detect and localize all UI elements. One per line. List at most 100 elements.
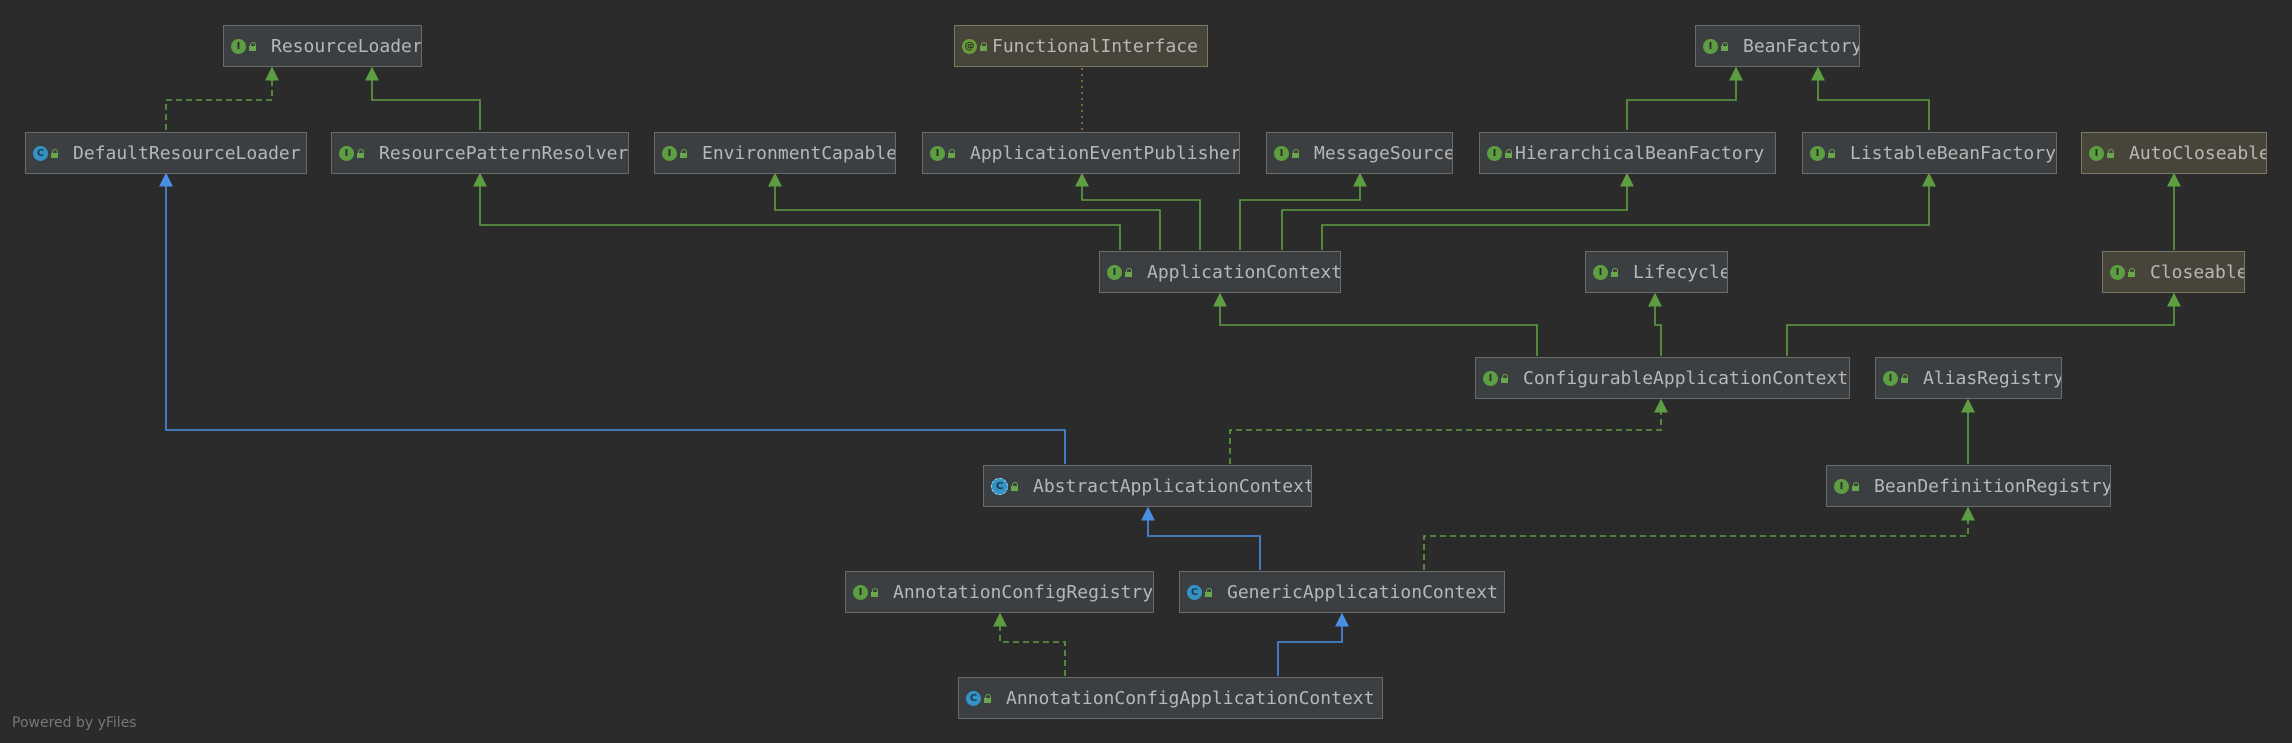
node-closeable[interactable]: I Closeable	[2102, 251, 2245, 293]
node-label: ConfigurableApplicationContext	[1523, 367, 1849, 389]
public-lock-icon	[357, 148, 365, 158]
node-label: MessageSource	[1314, 142, 1453, 164]
node-functional-interface[interactable]: @ FunctionalInterface	[954, 25, 1208, 67]
node-abstract-application-context[interactable]: C AbstractApplicationContext	[983, 465, 1312, 507]
node-label: ApplicationContext	[1147, 261, 1341, 283]
node-generic-application-context[interactable]: C GenericApplicationContext	[1179, 571, 1505, 613]
public-lock-icon	[2128, 267, 2136, 277]
node-annotation-config-registry[interactable]: I AnnotationConfigRegistry	[845, 571, 1154, 613]
node-configurable-application-context[interactable]: I ConfigurableApplicationContext	[1475, 357, 1850, 399]
node-label: Closeable	[2150, 261, 2245, 283]
public-lock-icon	[1828, 148, 1836, 158]
interface-icon: I	[662, 145, 677, 161]
node-application-event-publisher[interactable]: I ApplicationEventPublisher	[922, 132, 1240, 174]
node-label: DefaultResourceLoader	[73, 142, 301, 164]
public-lock-icon	[948, 148, 956, 158]
node-label: EnvironmentCapable	[702, 142, 896, 164]
node-environment-capable[interactable]: I EnvironmentCapable	[654, 132, 896, 174]
interface-icon: I	[1274, 145, 1289, 161]
edge-appctx-environmentcapable	[768, 172, 1161, 250]
node-lifecycle[interactable]: I Lifecycle	[1585, 251, 1728, 293]
abstract-class-icon: C	[991, 477, 1008, 495]
interface-icon: I	[1703, 38, 1718, 54]
node-message-source[interactable]: I MessageSource	[1266, 132, 1453, 174]
node-label: AliasRegistry	[1923, 367, 2062, 389]
interface-icon: I	[930, 145, 945, 161]
public-lock-icon	[1125, 267, 1133, 277]
node-alias-registry[interactable]: I AliasRegistry	[1875, 357, 2062, 399]
interface-icon: I	[339, 145, 354, 161]
edge-abstract-configurable	[1229, 398, 1668, 464]
edge-defaultresourceloader-resourceloader	[165, 66, 279, 130]
interface-icon: I	[1883, 370, 1898, 386]
public-lock-icon	[1721, 41, 1729, 51]
node-label: Lifecycle	[1633, 261, 1728, 283]
edge-configurable-lifecycle	[1648, 292, 1662, 356]
node-resource-loader[interactable]: I ResourceLoader	[223, 25, 422, 67]
node-default-resource-loader[interactable]: C DefaultResourceLoader	[25, 132, 307, 174]
edge-listable-beanfactory	[1811, 66, 1930, 130]
interface-icon: I	[2089, 145, 2104, 161]
node-label: GenericApplicationContext	[1227, 581, 1498, 603]
edge-appctx-listable	[1321, 172, 1936, 250]
node-label: ApplicationEventPublisher	[970, 142, 1240, 164]
node-label: HierarchicalBeanFactory	[1515, 142, 1765, 164]
node-label: AnnotationConfigRegistry	[893, 581, 1154, 603]
interface-icon: I	[231, 38, 246, 54]
class-icon: C	[33, 145, 48, 161]
interface-icon: I	[1593, 264, 1608, 280]
node-auto-closeable[interactable]: I AutoCloseable	[2081, 132, 2267, 174]
edge-appctx-hierarchical	[1281, 172, 1634, 250]
interface-icon: I	[1810, 145, 1825, 161]
node-label: BeanDefinitionRegistry	[1874, 475, 2111, 497]
edge-resourcepatternresolver-resourceloader	[365, 66, 481, 130]
edge-hierarchical-beanfactory	[1626, 66, 1743, 130]
node-label: ResourcePatternResolver	[379, 142, 629, 164]
public-lock-icon	[249, 41, 257, 51]
edge-configurable-appctx	[1213, 292, 1538, 356]
public-lock-icon	[980, 41, 988, 51]
node-label: ResourceLoader	[271, 35, 422, 57]
edge-configurable-closeable	[1786, 292, 2181, 356]
annotation-icon: @	[962, 38, 977, 54]
node-label: AbstractApplicationContext	[1033, 475, 1312, 497]
interface-icon: I	[1834, 478, 1849, 494]
public-lock-icon	[680, 148, 688, 158]
node-bean-factory[interactable]: I BeanFactory	[1695, 25, 1860, 67]
public-lock-icon	[1205, 587, 1213, 597]
interface-icon: I	[1487, 145, 1502, 161]
interface-icon: I	[2110, 264, 2125, 280]
public-lock-icon	[984, 693, 992, 703]
edge-generic-bdr	[1423, 506, 1975, 570]
node-label: AnnotationConfigApplicationContext	[1006, 687, 1375, 709]
node-application-context[interactable]: I ApplicationContext	[1099, 251, 1341, 293]
node-label: FunctionalInterface	[992, 35, 1198, 57]
class-icon: C	[966, 690, 981, 706]
interface-icon: I	[1483, 370, 1498, 386]
node-bean-definition-registry[interactable]: I BeanDefinitionRegistry	[1826, 465, 2111, 507]
node-label: AutoCloseable	[2129, 142, 2267, 164]
interface-icon: I	[853, 584, 868, 600]
edge-appctx-resourcepatternresolver	[473, 172, 1121, 250]
public-lock-icon	[1852, 481, 1860, 491]
node-label: ListableBeanFactory	[1850, 142, 2056, 164]
edge-acac-annotationconfigregistry	[993, 612, 1066, 676]
node-hierarchical-bean-factory[interactable]: I HierarchicalBeanFactory	[1479, 132, 1776, 174]
node-resource-pattern-resolver[interactable]: I ResourcePatternResolver	[331, 132, 629, 174]
node-annotation-config-application-context[interactable]: C AnnotationConfigApplicationContext	[958, 677, 1383, 719]
edge-abstract-defaultresourceloader	[159, 172, 1066, 464]
public-lock-icon	[871, 587, 879, 597]
public-lock-icon	[1292, 148, 1300, 158]
edge-appctx-messagesource	[1239, 172, 1367, 250]
interface-icon: I	[1107, 264, 1122, 280]
class-icon: C	[1187, 584, 1202, 600]
public-lock-icon	[1501, 373, 1509, 383]
public-lock-icon	[2107, 148, 2115, 158]
powered-by-footer: Powered by yFiles	[12, 715, 137, 731]
public-lock-icon	[1901, 373, 1909, 383]
edge-generic-abstract	[1141, 506, 1261, 570]
node-listable-bean-factory[interactable]: I ListableBeanFactory	[1802, 132, 2057, 174]
node-label: BeanFactory	[1743, 35, 1860, 57]
public-lock-icon	[1011, 481, 1019, 491]
